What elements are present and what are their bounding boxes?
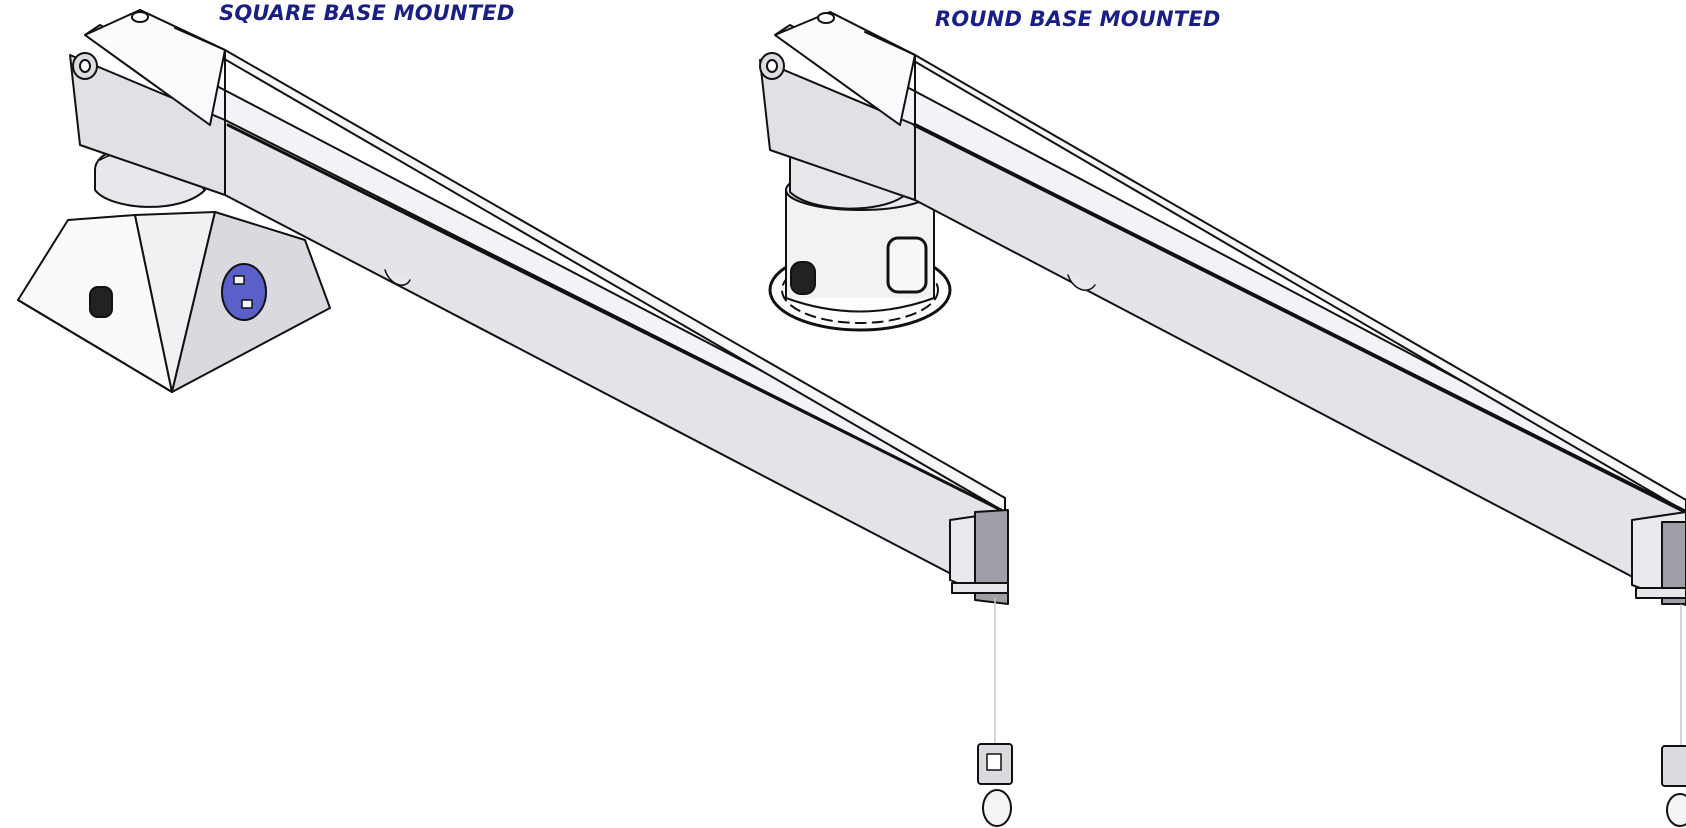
access-door-icon — [886, 236, 928, 294]
round-boom — [759, 11, 1686, 606]
square-hook — [977, 597, 1013, 827]
round-hook — [1661, 604, 1686, 827]
round-base-caption: ROUND BASE MOUNTED — [935, 7, 1221, 31]
round-base-crane — [759, 11, 1686, 827]
square-base-crane — [17, 9, 1013, 827]
side-hatch-icon — [89, 286, 113, 318]
hook-icon — [982, 789, 1012, 827]
porthole-icon — [221, 263, 267, 321]
square-base-caption: SQUARE BASE MOUNTED — [219, 1, 515, 25]
round-hook-icon — [1666, 793, 1686, 827]
round-hatch-icon — [790, 261, 816, 295]
square-pedestal — [17, 211, 331, 393]
square-boom — [69, 9, 1009, 605]
